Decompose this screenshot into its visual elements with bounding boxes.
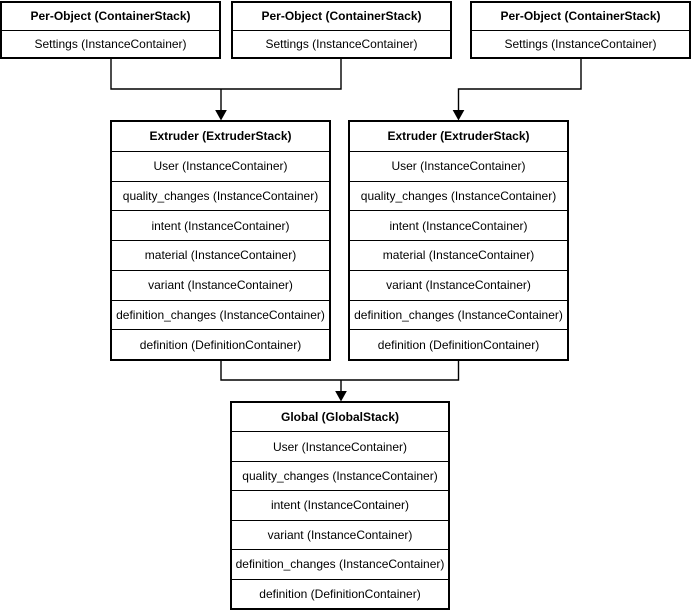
stack-row: intent (InstanceContainer): [350, 210, 567, 240]
stack-header: Extruder (ExtruderStack): [149, 129, 292, 144]
stack-row: definition_changes (InstanceContainer): [232, 549, 448, 578]
stack-row: quality_changes (InstanceContainer): [350, 180, 567, 211]
stack-row: variant (InstanceContainer): [112, 269, 329, 300]
stack-row: Settings (InstanceContainer): [2, 29, 219, 58]
stack-header: Per-Object (ContainerStack): [500, 9, 661, 24]
stack-row: User (InstanceContainer): [112, 150, 329, 181]
stack-extruder-left: Extruder (ExtruderStack) User (InstanceC…: [110, 120, 331, 361]
stack-global: Global (GlobalStack) User (InstanceConta…: [230, 401, 450, 610]
stack-header: Per-Object (ContainerStack): [30, 9, 191, 24]
stack-row: material (InstanceContainer): [350, 240, 567, 270]
stack-row: material (InstanceContainer): [112, 240, 329, 270]
arrowhead-extruder-left: [215, 110, 227, 121]
stack-per-object-2: Per-Object (ContainerStack) Settings (In…: [231, 1, 452, 59]
stack-row: Settings (InstanceContainer): [472, 29, 689, 58]
stack-row: intent (InstanceContainer): [232, 490, 448, 519]
stack-header: Extruder (ExtruderStack): [387, 129, 530, 144]
stack-extruder-right: Extruder (ExtruderStack) User (InstanceC…: [348, 120, 569, 361]
stack-row: definition (DefinitionContainer): [112, 329, 329, 359]
stack-row: definition (DefinitionContainer): [232, 578, 448, 608]
arrowhead-extruder-right: [452, 110, 465, 121]
stack-header: Per-Object (ContainerStack): [261, 9, 422, 24]
stack-row: User (InstanceContainer): [232, 431, 448, 460]
connector-perobject3-to-extruder-right: [457, 59, 582, 111]
stack-row: variant (InstanceContainer): [350, 269, 567, 300]
stack-row: Settings (InstanceContainer): [233, 29, 450, 58]
stack-row: definition_changes (InstanceContainer): [350, 299, 567, 330]
stack-header: Global (GlobalStack): [280, 410, 400, 425]
stack-row: quality_changes (InstanceContainer): [232, 460, 448, 490]
stack-per-object-1: Per-Object (ContainerStack) Settings (In…: [0, 1, 221, 59]
stack-per-object-3: Per-Object (ContainerStack) Settings (In…: [470, 1, 691, 59]
stack-row: definition_changes (InstanceContainer): [112, 299, 329, 330]
stack-row: quality_changes (InstanceContainer): [112, 180, 329, 211]
stack-row: definition (DefinitionContainer): [350, 329, 567, 359]
connector-extruders-to-global: [220, 360, 460, 381]
stack-row: intent (InstanceContainer): [112, 210, 329, 240]
stack-row: variant (InstanceContainer): [232, 519, 448, 549]
connector-perobject12-to-extruder-left: [110, 59, 342, 90]
arrowhead-global: [335, 391, 347, 402]
stack-row: User (InstanceContainer): [350, 150, 567, 181]
